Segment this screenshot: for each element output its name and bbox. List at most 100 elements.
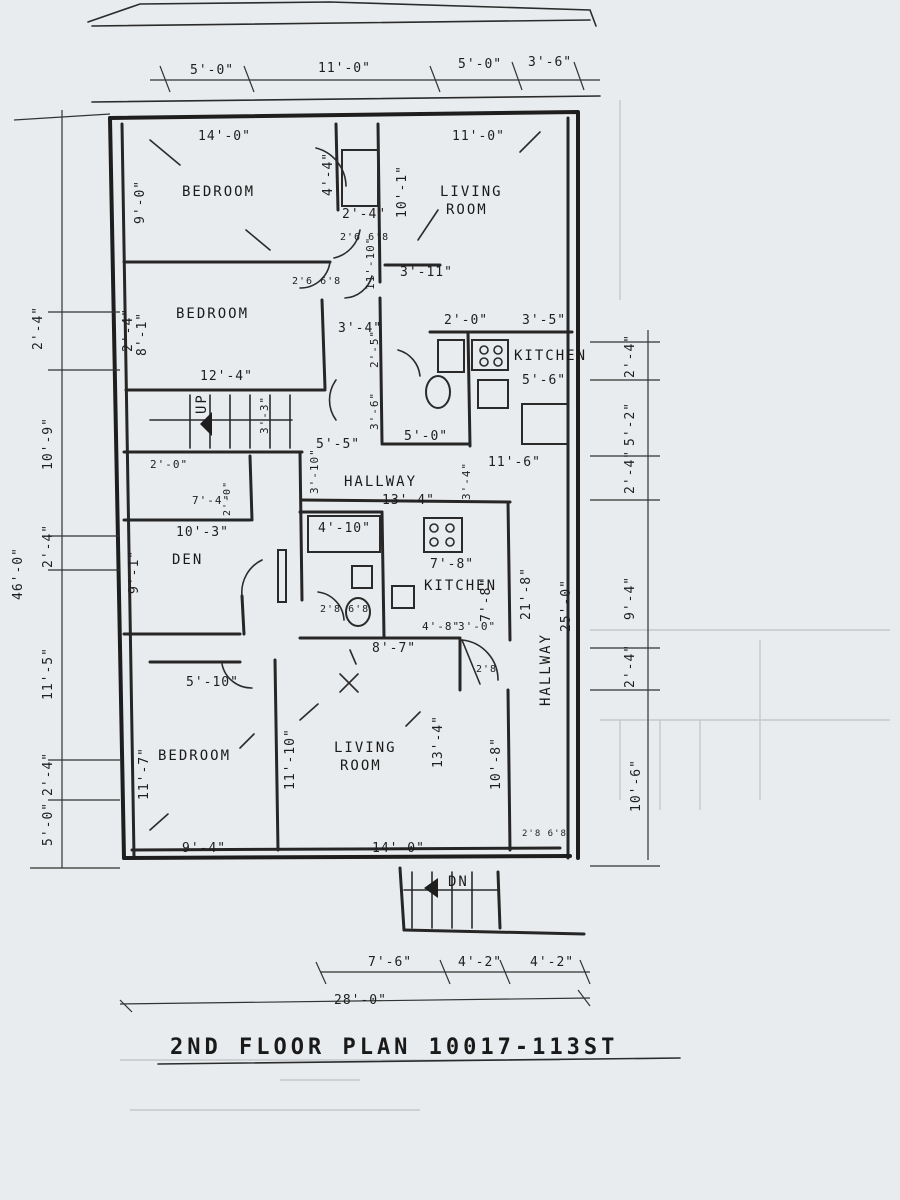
dim-right-2: 5'-2"	[623, 402, 638, 446]
dim-hall-w: 5'-5"	[316, 437, 360, 452]
room-kitchen-2: KITCHEN	[424, 578, 497, 594]
interior-dimensions: 14'-0" 9'-0" 11'-0" 10'-1" 4'-4" 2'-4" 2…	[127, 129, 574, 856]
dim-br2-height: 8'-1"	[135, 312, 150, 356]
dim-kitchen-1-depth: 5'-6"	[522, 373, 566, 388]
drawing-title: 2ND FLOOR PLAN 10017-113ST	[170, 1035, 618, 1060]
room-bedroom-2: BEDROOM	[176, 306, 249, 322]
dim-lr2-side: 11'-10"	[283, 728, 298, 790]
room-living-room-1-line2: ROOM	[446, 202, 488, 218]
dim-den-width: 10'-3"	[176, 525, 229, 540]
dim-lr2-width: 14'-0"	[372, 841, 425, 856]
dim-left-2: 10'-9"	[41, 417, 56, 470]
dim-lr1-height: 10'-1"	[395, 165, 410, 218]
dim-hall-2-len: 21'-8"	[519, 567, 534, 620]
dim-bath-4: 4'-8"	[422, 620, 460, 633]
ghost-lines	[120, 100, 890, 1111]
dim-bath-5: 3'-0"	[458, 620, 496, 633]
dim-lr1-width: 11'-0"	[452, 129, 505, 144]
dim-bath-2: 2'-5"	[368, 330, 381, 368]
dim-left-total: 46'-0"	[11, 547, 26, 600]
dim-br3-width: 9'-4"	[182, 841, 226, 856]
dim-bottom-3: 4'-2"	[530, 955, 574, 970]
dim-closet-4: 7'-4"	[192, 494, 230, 507]
dim-lr2-top: 8'-7"	[372, 641, 416, 656]
dim-kitchen-1-bottom: 11'-6"	[488, 455, 541, 470]
dim-closet-3: 2'-0"	[150, 458, 188, 471]
dim-kitchen-gap: 2'-0"	[444, 313, 488, 328]
diagonal-ticks	[149, 131, 541, 831]
dim-closet-5: 2'-0"	[222, 481, 233, 516]
dim-br3-height: 11'-7"	[137, 747, 152, 800]
room-bedroom-1: BEDROOM	[182, 184, 255, 200]
dim-kitchen-1-width: 3'-5"	[522, 313, 566, 328]
dim-br1-height: 9'-0"	[133, 180, 148, 224]
dim-bottom-total: 28'-0"	[334, 993, 387, 1008]
dim-unit2-top: 13'-4"	[382, 493, 435, 508]
dim-lr1-depth: 11'-10"	[364, 237, 377, 290]
dim-left-5: 2'-4"	[41, 752, 56, 796]
dim-bottom-2: 4'-2"	[458, 955, 502, 970]
dim-den-height: 9'-1"	[127, 550, 142, 594]
dim-br2-width: 12'-4"	[200, 369, 253, 384]
right-dimension-string: 2'-4" 5'-2" 2'-4" 9'-4" 2'-4" 10'-6"	[590, 330, 660, 867]
room-hallway-1: HALLWAY	[344, 474, 417, 490]
room-living-room-2-line1: LIVING	[334, 740, 397, 756]
dim-top-4: 3'-6"	[528, 55, 572, 70]
dim-hall-1: 3'-11"	[400, 265, 453, 280]
dim-left-7: 2'-4"	[121, 308, 136, 352]
top-dimension-string: 5'-0" 11'-0" 5'-0" 3'-6"	[150, 55, 600, 93]
dim-hall-2-total: 25'-0"	[559, 579, 574, 632]
dim-bath-1: 3'-4"	[338, 321, 382, 336]
dim-right-5: 2'-4"	[623, 644, 638, 688]
dim-left-4: 11'-5"	[41, 647, 56, 700]
dim-kitchen-2-width: 7'-8"	[430, 557, 474, 572]
stairs-down	[403, 871, 499, 929]
dim-br1-width: 14'-0"	[198, 129, 251, 144]
dim-right-4: 9'-4"	[623, 576, 638, 620]
dim-left-1: 2'-4"	[31, 306, 46, 350]
dim-stair-1: 3'-3"	[258, 396, 271, 434]
dim-right-3: 2'-4"	[623, 450, 638, 494]
dim-door-3: 2'8 6'8	[320, 604, 369, 615]
stairs-up	[149, 394, 293, 449]
dim-hall-h: 3'-10"	[308, 448, 321, 494]
left-dimension-string: 2'-4" 10'-9" 46'-0" 2'-4" 11'-5" 2'-4" 5…	[11, 110, 136, 869]
dim-top-3: 5'-0"	[458, 57, 502, 72]
door-swings	[221, 147, 499, 689]
dim-door-4: 2'8	[476, 664, 497, 675]
dim-door-2: 2'6 6'8	[292, 276, 341, 287]
dim-hall-small: 3'-4"	[460, 462, 473, 500]
dim-lr2-depth: 13'-4"	[431, 715, 446, 768]
dim-right-6: 10'-6"	[629, 759, 644, 812]
dim-top-2: 11'-0"	[318, 61, 371, 76]
dim-door-1: 2'6 6'8	[340, 232, 389, 243]
room-den: DEN	[172, 552, 203, 568]
dim-closet-1: 4'-4"	[321, 152, 336, 196]
lower-unit-walls	[122, 454, 586, 936]
roof-fragment	[87, 1, 597, 27]
room-living-room-2-line2: ROOM	[340, 758, 382, 774]
room-bedroom-3: BEDROOM	[158, 748, 231, 764]
dim-left-6: 5'-0"	[41, 802, 56, 846]
fixtures	[277, 339, 569, 627]
bottom-dimension-string: 7'-6" 4'-2" 4'-2" 28'-0"	[119, 955, 591, 1013]
stair-up-label: UP	[194, 393, 210, 414]
dim-hall-2-w: 10'-8"	[489, 737, 504, 790]
dim-kitchen-2-depth: 7'-8"	[479, 578, 494, 622]
title-block: 2ND FLOOR PLAN 10017-113ST	[157, 1035, 681, 1065]
dim-br3-closet: 5'-10"	[186, 675, 239, 690]
dim-left-3: 2'-4"	[41, 524, 56, 568]
dim-corner: 2'8 6'8	[522, 829, 567, 839]
room-kitchen-1: KITCHEN	[514, 348, 587, 364]
dim-bottom-1: 7'-6"	[368, 955, 412, 970]
dim-bath-width: 5'-0"	[404, 429, 448, 444]
dim-tub: 4'-10"	[318, 521, 371, 536]
dim-bath-3: 3'-6"	[368, 392, 381, 430]
room-hallway-2: HALLWAY	[538, 633, 554, 706]
room-living-room-1-line1: LIVING	[440, 184, 503, 200]
upper-unit-walls	[122, 122, 574, 642]
outer-walls	[91, 95, 601, 860]
room-labels: BEDROOM LIVING ROOM BEDROOM KITCHEN HALL…	[158, 184, 587, 890]
